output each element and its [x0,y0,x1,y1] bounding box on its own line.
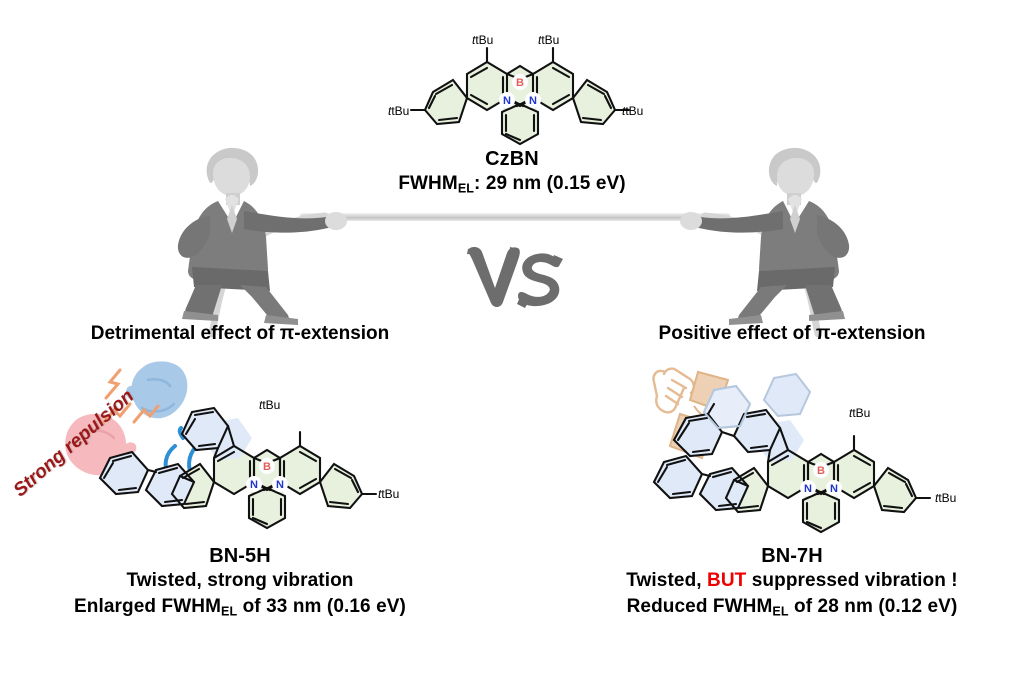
person-pulling-rope-right [680,147,850,325]
molecule-bn5h: .b5{stroke:#111;stroke-width:2.1;fill:no… [98,406,378,530]
bn5h-fwhm-prefix: Enlarged FWHM [74,596,221,617]
bn7h-fwhm-prefix: Reduced FWHM [626,596,773,617]
left-section-title: Detrimental effect of π-extension [90,323,390,344]
atom-label-nitrogen-right: N [830,483,838,495]
person-pulling-rope-left [177,147,347,325]
bn7h-fwhm-subscript: EL [772,604,789,619]
right-section-title: Positive effect of π-extension [658,323,926,344]
bn5h-line3: Enlarged FWHMEL of 33 nm (0.16 eV) [0,596,480,619]
molecule-name-bn5h: BN-5H [209,545,271,567]
substituent-label-tbu: ttBu [935,491,957,505]
repulsion-spark-icon [104,368,122,400]
bn7h-line2: Twisted, BUT suppressed vibration ! [560,570,1024,592]
substituent-label-tbu: ttBu [849,406,871,420]
atom-label-nitrogen-left: N [804,483,812,495]
boxing-glove-blue [126,361,188,419]
molecule-name-bn7h: BN-7H [761,545,823,567]
substituent-label-tbu: ttBu [378,487,400,501]
bn7h-line2-pre: Twisted, [626,570,708,591]
bn7h-line2-post: suppressed vibration ! [746,570,958,591]
atom-label-boron: B [817,465,825,477]
atom-label-nitrogen-right: N [276,479,284,491]
atom-label-nitrogen-left: N [503,95,511,107]
substituent-label-tbu: ttBu [472,33,494,47]
substituent-label-tbu: ttBu [388,104,410,118]
substituent-label-tbu: ttBu [622,104,644,118]
czbn-fwhm-prefix: FWHM [398,173,458,194]
atom-label-boron: B [263,461,271,473]
czbn-fwhm: FWHMEL: 29 nm (0.15 eV) [0,173,1024,196]
bn7h-line3: Reduced FWHMEL of 28 nm (0.12 eV) [560,596,1024,619]
substituent-label-tbu: ttBu [538,33,560,47]
molecule-czbn: .bd{stroke:#111;stroke-width:2.1;fill:no… [409,46,631,146]
bn5h-fwhm-subscript: EL [221,604,238,619]
bn5h-fwhm-value: of 33 nm (0.16 eV) [237,596,406,617]
tug-of-war-rope [300,213,730,221]
atom-label-nitrogen-left: N [250,479,258,491]
versus-icon [467,247,563,308]
repulsion-spark-icon [102,402,160,424]
atom-label-nitrogen-right: N [529,95,537,107]
substituent-label-tbu: ttBu [259,398,281,412]
czbn-fwhm-subscript: EL [457,181,475,196]
czbn-fwhm-value: : 29 nm (0.15 eV) [474,173,626,194]
bn7h-line2-emphasis: BUT [707,570,747,591]
molecule-name-czbn: CzBN [485,148,539,170]
molecule-bn7h: .b7{stroke:#111;stroke-width:2.1;fill:no… [652,372,932,534]
atom-label-boron: B [516,77,524,89]
bn7h-fwhm-value: of 28 nm (0.12 eV) [788,596,958,617]
bn5h-line2: Twisted, strong vibration [126,570,354,591]
